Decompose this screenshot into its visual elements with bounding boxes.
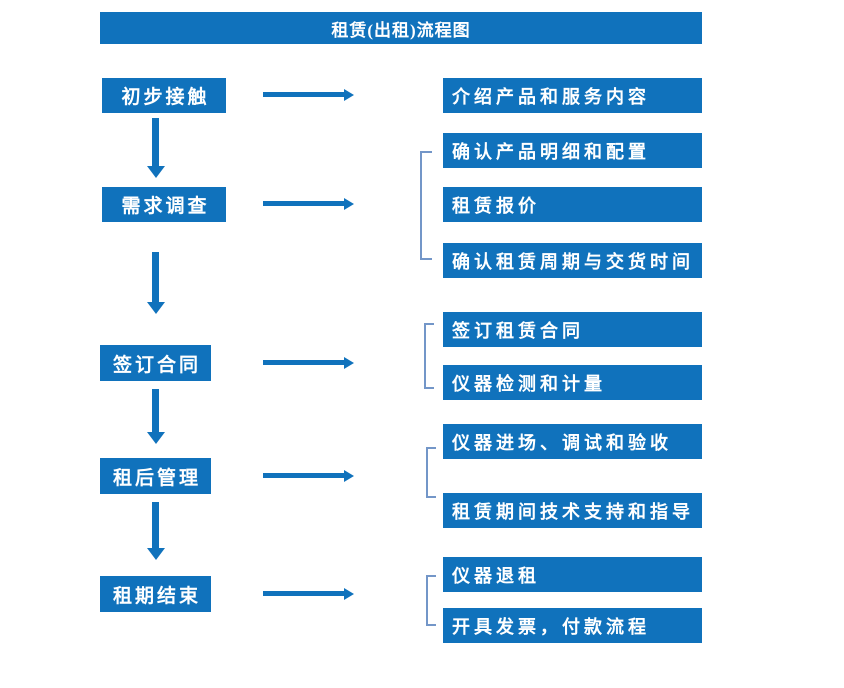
- step-box-post-rental-management: 租后管理: [100, 458, 211, 494]
- detail-label: 开具发票，付款流程: [452, 616, 650, 637]
- detail-label: 租赁报价: [452, 195, 540, 216]
- arrow-head: [344, 588, 354, 600]
- arrow-head: [147, 302, 165, 314]
- detail-box-sign-rental-contract: 签订租赁合同: [443, 312, 702, 347]
- arrow-right-icon-4: [263, 470, 354, 482]
- arrow-shaft: [152, 252, 159, 303]
- arrow-shaft: [263, 360, 346, 365]
- step-label: 签订合同: [112, 354, 201, 376]
- step-label: 初步接触: [121, 87, 210, 108]
- arrow-shaft: [152, 502, 159, 549]
- step-label: 租期结束: [112, 585, 201, 607]
- arrow-shaft: [263, 92, 346, 97]
- step-label: 需求调查: [121, 196, 210, 217]
- detail-label: 仪器进场、调试和验收: [452, 432, 672, 453]
- detail-box-invoice-payment: 开具发票，付款流程: [443, 608, 702, 643]
- bracket-sign-contract-group: [424, 323, 434, 389]
- step-box-sign-contract: 签订合同: [100, 345, 211, 381]
- arrow-right-icon-5: [263, 588, 354, 600]
- arrow-right-icon-3: [263, 357, 354, 369]
- title-bar: 租赁(出租)流程图: [100, 12, 702, 44]
- arrow-down-icon-2: [147, 252, 165, 314]
- detail-box-instrument-setup: 仪器进场、调试和验收: [443, 424, 702, 459]
- arrow-shaft: [263, 591, 346, 596]
- arrow-head: [147, 432, 165, 444]
- arrow-shaft: [263, 201, 346, 206]
- page-title: 租赁(出租)流程图: [331, 20, 471, 40]
- detail-label: 签订租赁合同: [452, 320, 584, 341]
- arrow-head: [344, 89, 354, 101]
- step-label: 租后管理: [112, 467, 201, 489]
- arrow-down-icon-1: [147, 118, 165, 178]
- detail-box-confirm-rental-period: 确认租赁周期与交货时间: [443, 243, 702, 278]
- detail-label: 仪器退租: [452, 565, 540, 586]
- arrow-head: [147, 166, 165, 178]
- step-box-initial-contact: 初步接触: [102, 78, 226, 113]
- arrow-head: [344, 198, 354, 210]
- detail-box-instrument-testing: 仪器检测和计量: [443, 365, 702, 400]
- arrow-down-icon-3: [147, 389, 165, 444]
- arrow-shaft: [152, 118, 159, 167]
- detail-box-rental-quotation: 租赁报价: [443, 187, 702, 222]
- detail-label: 确认产品明细和配置: [452, 141, 650, 162]
- arrow-right-icon-1: [263, 89, 354, 101]
- arrow-head: [344, 357, 354, 369]
- arrow-head: [147, 548, 165, 560]
- detail-box-introduce-products: 介绍产品和服务内容: [443, 78, 702, 113]
- detail-label: 确认租赁周期与交货时间: [452, 251, 694, 272]
- arrow-head: [344, 470, 354, 482]
- detail-label: 介绍产品和服务内容: [452, 86, 650, 107]
- detail-label: 仪器检测和计量: [452, 373, 606, 394]
- bracket-rental-end-group: [426, 575, 436, 626]
- arrow-shaft: [152, 389, 159, 433]
- step-box-demand-survey: 需求调查: [102, 187, 226, 222]
- bracket-demand-survey-group: [420, 151, 432, 260]
- detail-box-technical-support: 租赁期间技术支持和指导: [443, 493, 702, 528]
- bracket-post-rental-group: [426, 447, 436, 498]
- arrow-shaft: [263, 473, 346, 478]
- arrow-right-icon-2: [263, 198, 354, 210]
- step-box-rental-end: 租期结束: [100, 576, 211, 612]
- detail-label: 租赁期间技术支持和指导: [452, 501, 694, 522]
- detail-box-confirm-product-details: 确认产品明细和配置: [443, 133, 702, 168]
- detail-box-instrument-return: 仪器退租: [443, 557, 702, 592]
- arrow-down-icon-4: [147, 502, 165, 560]
